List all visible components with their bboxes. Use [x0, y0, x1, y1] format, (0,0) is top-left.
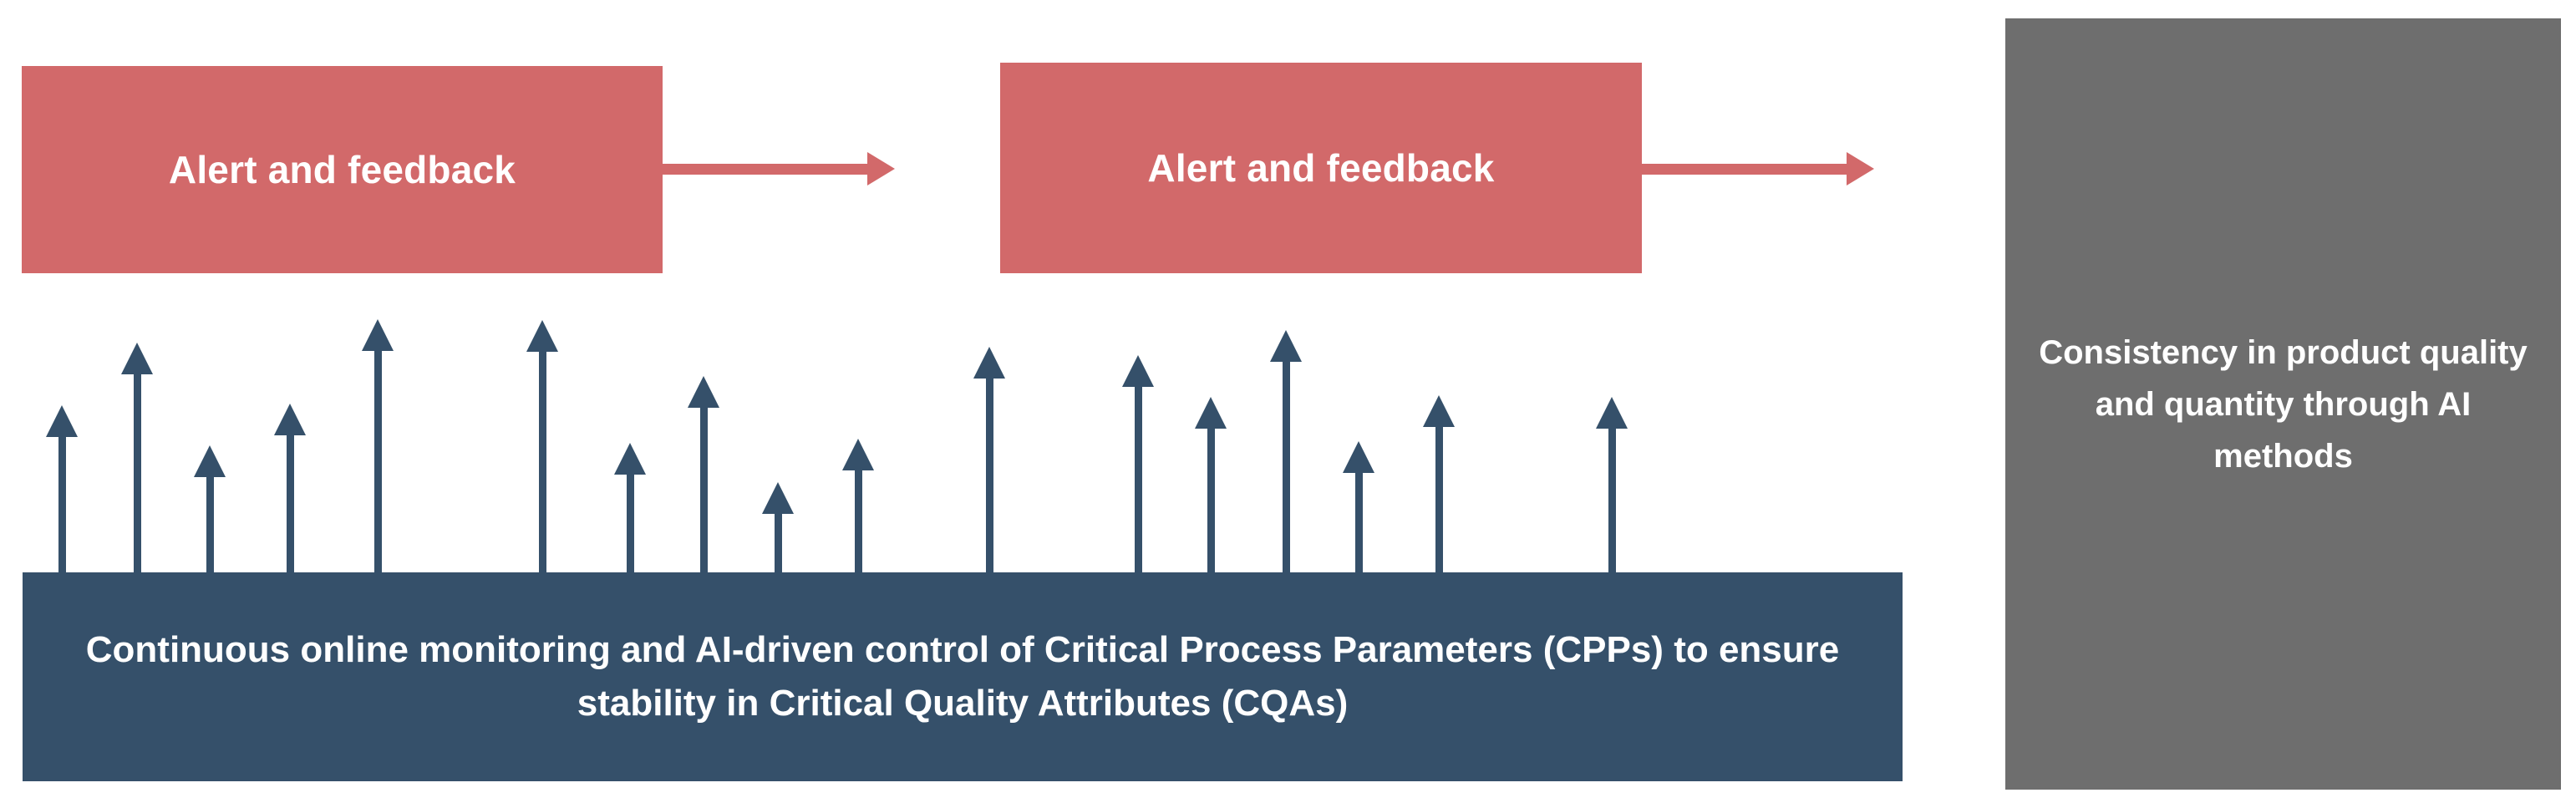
sensor-arrow-8-head-icon [688, 376, 719, 408]
sensor-arrow-8 [688, 376, 719, 585]
sensor-arrow-3-head-icon [194, 445, 226, 477]
sensor-arrow-9 [762, 482, 794, 585]
sensor-arrow-17-stem [1608, 422, 1616, 585]
alert-box-2-label: Alert and feedback [1147, 146, 1495, 190]
sensor-arrow-4 [274, 404, 306, 585]
sensor-arrow-2-head-icon [121, 343, 153, 374]
sensor-arrow-15-stem [1355, 466, 1363, 585]
sensor-arrow-6 [526, 320, 558, 585]
monitoring-bar[interactable]: Continuous online monitoring and AI-driv… [23, 572, 1903, 781]
sensor-arrow-14-stem [1283, 355, 1290, 585]
sensor-arrow-14 [1270, 330, 1302, 585]
sensor-arrow-12-stem [1135, 380, 1142, 585]
sensor-arrow-1-stem [58, 430, 66, 585]
sensor-arrow-17-head-icon [1596, 397, 1628, 429]
sensor-arrow-6-stem [539, 345, 546, 585]
sensor-arrow-4-head-icon [274, 404, 306, 435]
sensor-arrow-15-head-icon [1343, 441, 1374, 473]
sensor-arrow-7-head-icon [614, 443, 646, 475]
sensor-arrow-12 [1122, 355, 1154, 585]
outcome-label: Consistency in product quality and quant… [2039, 333, 2528, 475]
sensor-arrow-6-head-icon [526, 320, 558, 352]
sensor-arrow-7 [614, 443, 646, 585]
sensor-arrow-11-head-icon [973, 347, 1005, 379]
sensor-arrow-13-head-icon [1195, 397, 1227, 429]
sensor-arrow-16 [1423, 395, 1455, 585]
sensor-arrow-16-stem [1435, 420, 1443, 585]
sensor-arrow-13 [1195, 397, 1227, 585]
sensor-arrow-7-stem [627, 468, 634, 585]
feedback-arrow-1-head-icon [867, 152, 895, 185]
sensor-arrow-2-stem [134, 368, 141, 585]
sensor-arrow-5-stem [374, 344, 382, 585]
sensor-arrow-10-head-icon [842, 439, 874, 470]
sensor-arrow-13-stem [1207, 422, 1215, 585]
sensor-arrow-10-stem [855, 464, 862, 585]
alert-and-feedback-box-2[interactable]: Alert and feedback [1000, 63, 1642, 273]
sensor-arrow-3 [194, 445, 226, 585]
monitoring-label: Continuous online monitoring and AI-driv… [85, 629, 1840, 724]
sensor-arrow-11 [973, 347, 1005, 585]
sensor-arrow-16-head-icon [1423, 395, 1455, 427]
sensor-arrow-2 [121, 343, 153, 585]
sensor-arrow-17 [1596, 397, 1628, 585]
alert-box-1-label: Alert and feedback [168, 148, 516, 191]
sensor-arrow-5 [362, 319, 394, 585]
sensor-arrow-10 [842, 439, 874, 585]
sensor-arrow-12-head-icon [1122, 355, 1154, 387]
alert-and-feedback-box-1[interactable]: Alert and feedback [22, 66, 663, 273]
sensor-arrow-5-head-icon [362, 319, 394, 351]
sensor-arrow-1-head-icon [46, 405, 78, 437]
sensor-arrow-8-stem [700, 401, 708, 585]
sensor-arrow-4-stem [287, 429, 294, 585]
feedback-arrow-2-head-icon [1847, 152, 1874, 185]
sensor-arrow-14-head-icon [1270, 330, 1302, 362]
sensor-arrow-1 [46, 405, 78, 585]
feedback-arrow-1-shaft [663, 164, 867, 175]
sensor-arrow-11-stem [986, 372, 993, 585]
sensor-arrow-9-head-icon [762, 482, 794, 514]
sensor-arrow-15 [1343, 441, 1374, 585]
outcome-box[interactable]: Consistency in product quality and quant… [2005, 18, 2561, 790]
feedback-arrow-2-shaft [1642, 164, 1847, 175]
sensor-arrow-3-stem [206, 470, 214, 585]
